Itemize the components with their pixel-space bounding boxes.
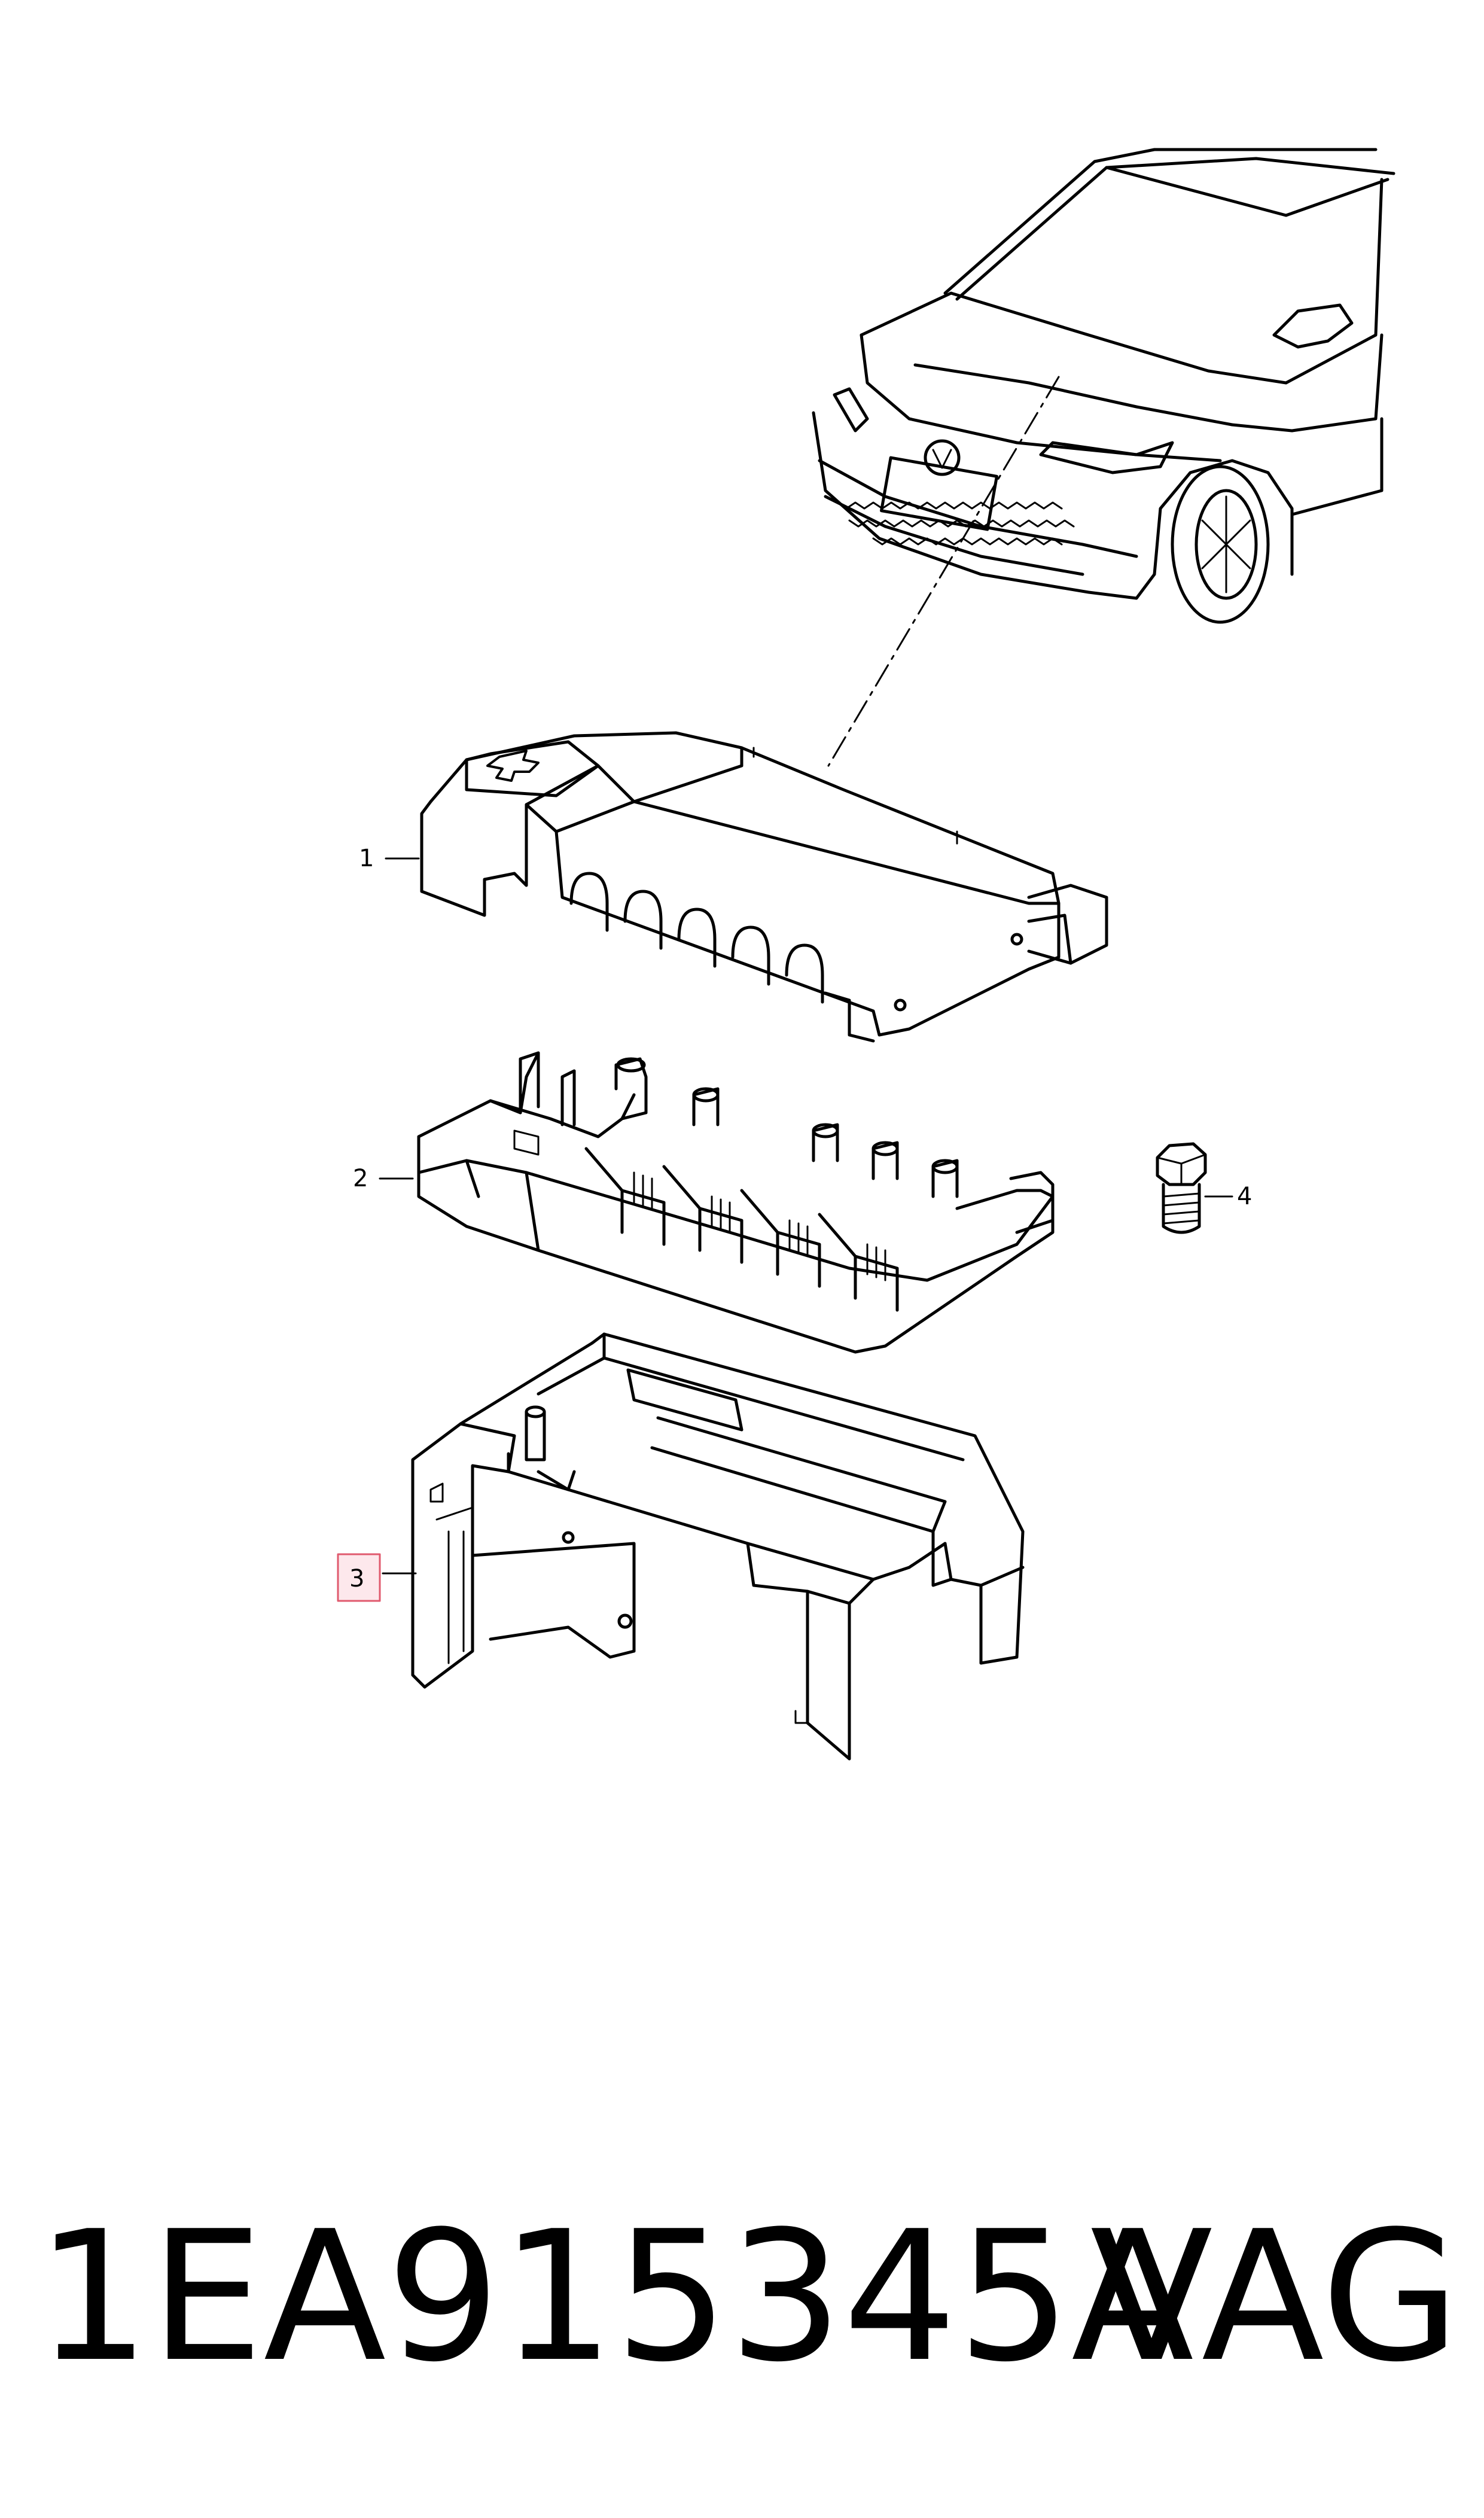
parts-diagram: 1 2 3 4 [337, 148, 1395, 1761]
part-number: 1EA915345A [36, 2193, 1194, 2401]
vehicle-illustration [812, 148, 1395, 767]
footer: 1EA915345A VAG [0, 2190, 1484, 2405]
callout-4[interactable]: 4 [1204, 1183, 1252, 1210]
callout-2-label: 2 [353, 1165, 368, 1192]
part-2-fuse-carrier[interactable] [417, 1051, 1055, 1354]
callout-2[interactable]: 2 [353, 1165, 414, 1192]
part-1-fuse-box-cover[interactable] [420, 731, 1108, 1043]
callout-1-label: 1 [359, 845, 374, 872]
part-3-base-bracket[interactable] [411, 1332, 1025, 1761]
part-4-bolt[interactable] [1156, 1142, 1207, 1234]
callout-3-highlight-box [337, 1553, 381, 1602]
callout-1[interactable]: 1 [359, 845, 420, 872]
brand-name: VAG [1090, 2193, 1460, 2401]
callout-4-label: 4 [1237, 1183, 1252, 1210]
callout-3[interactable]: 3 [337, 1553, 417, 1602]
callout-3-label: 3 [349, 1565, 364, 1593]
